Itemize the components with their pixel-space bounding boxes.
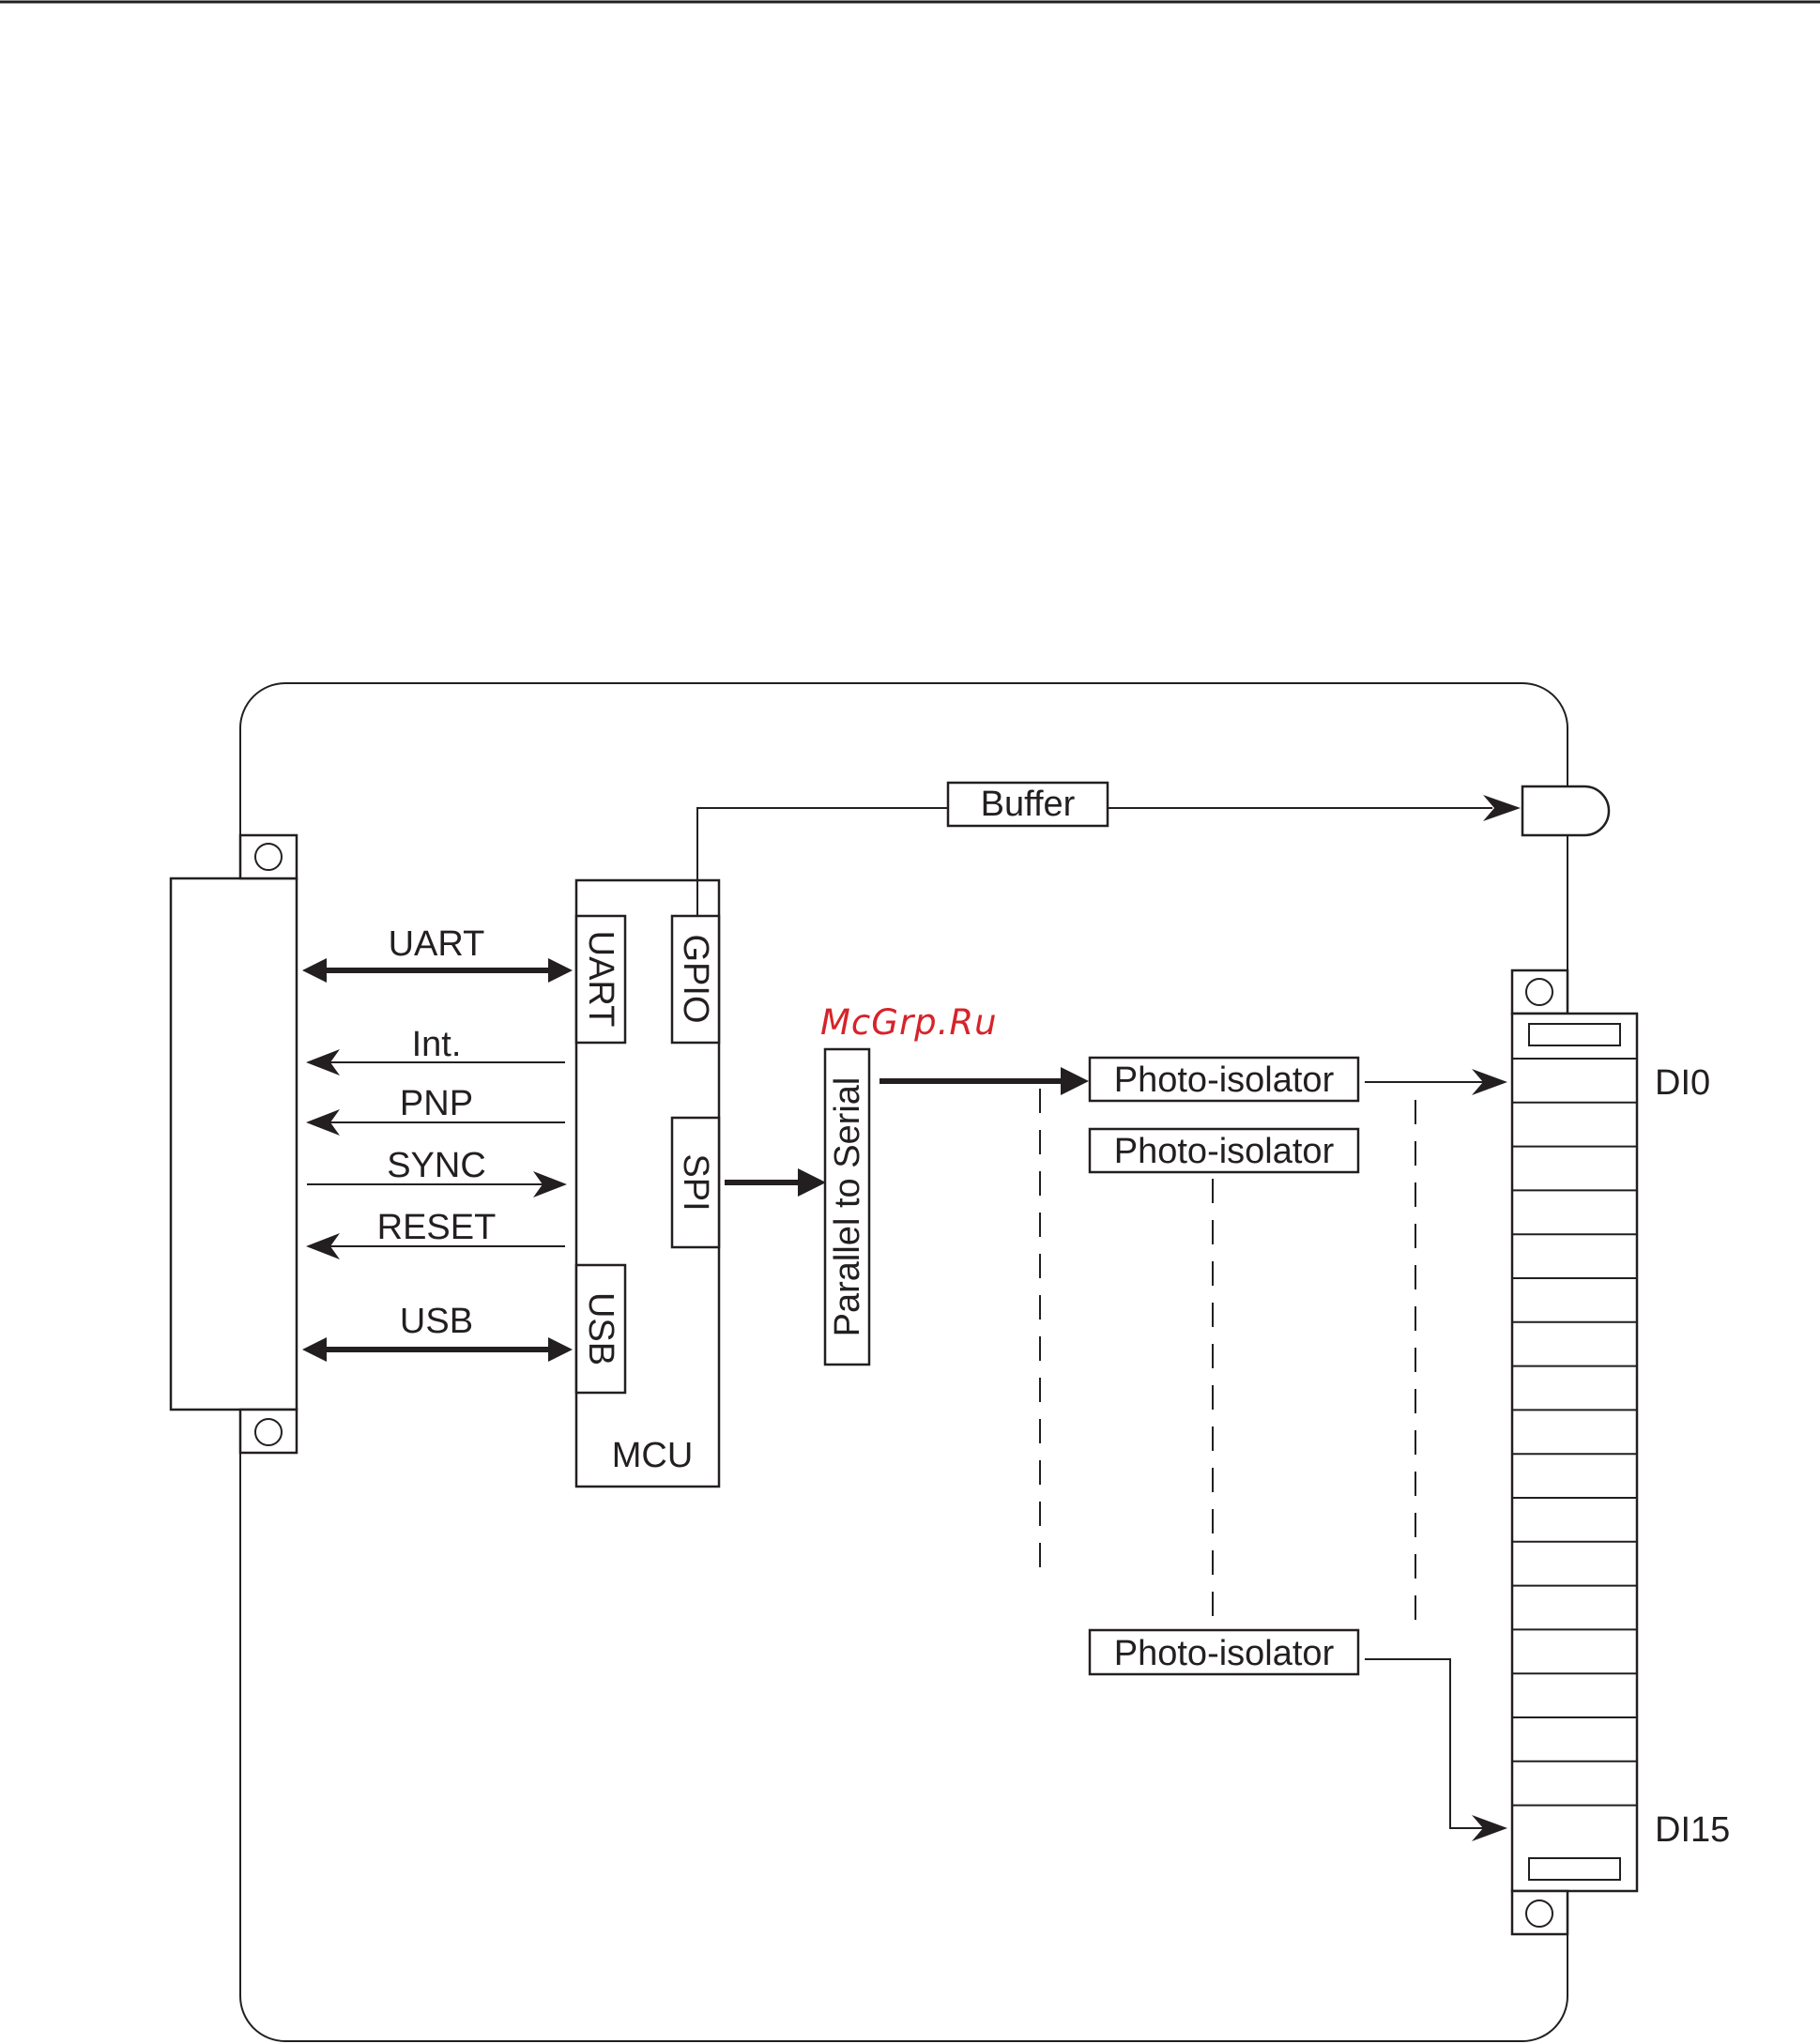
watermark: McGrp.Ru — [820, 1002, 998, 1043]
photo-isolator-3-label: Photo-isolator — [1114, 1634, 1335, 1673]
terminal-block — [1512, 970, 1637, 1934]
board-outline — [240, 683, 1568, 2041]
left-connector — [171, 835, 297, 1453]
mcu-spi-label: SPI — [676, 1153, 715, 1211]
int-signal-label: Int. — [412, 1025, 462, 1064]
mcu-uart-label: UART — [581, 931, 620, 1028]
photo-isolator-2: Photo-isolator — [1090, 1129, 1358, 1172]
mcu-block: MCU UART GPIO SPI USB — [576, 880, 719, 1487]
pnp-signal-label: PNP — [400, 1084, 473, 1123]
pnp-signal: PNP — [306, 1084, 565, 1136]
terminal-di0-label: DI0 — [1655, 1063, 1710, 1103]
led-icon — [1522, 786, 1609, 970]
int-signal: Int. — [306, 1025, 565, 1075]
buffer-label: Buffer — [981, 785, 1076, 824]
isolator-3-output-line — [1365, 1659, 1483, 1828]
spi-to-p2s-arrowhead — [798, 1168, 826, 1197]
mcu-gpio-label: GPIO — [676, 934, 715, 1023]
reset-signal-label: RESET — [377, 1208, 497, 1247]
photo-isolator-2-label: Photo-isolator — [1114, 1132, 1335, 1171]
terminal-di15-label: DI15 — [1655, 1810, 1730, 1850]
usb-signal: USB — [302, 1302, 573, 1362]
gpio-line — [697, 808, 948, 916]
p2s-to-isolator-arrowhead — [1061, 1067, 1089, 1095]
uart-signal: UART — [302, 924, 573, 983]
uart-signal-label: UART — [389, 924, 485, 964]
parallel-to-serial-block: Parallel to Serial — [825, 1049, 869, 1365]
photo-isolator-3: Photo-isolator — [1090, 1630, 1358, 1674]
photo-isolator-1: Photo-isolator — [1090, 1058, 1358, 1101]
mcu-usb-label: USB — [581, 1292, 620, 1365]
reset-signal: RESET — [306, 1208, 565, 1259]
buffer-block: Buffer — [948, 783, 1108, 826]
usb-signal-label: USB — [400, 1302, 473, 1341]
photo-isolator-1-label: Photo-isolator — [1114, 1060, 1335, 1100]
sync-signal-label: SYNC — [387, 1146, 486, 1185]
sync-signal: SYNC — [307, 1146, 567, 1197]
mcu-label: MCU — [612, 1436, 694, 1475]
parallel-to-serial-label: Parallel to Serial — [828, 1077, 867, 1337]
